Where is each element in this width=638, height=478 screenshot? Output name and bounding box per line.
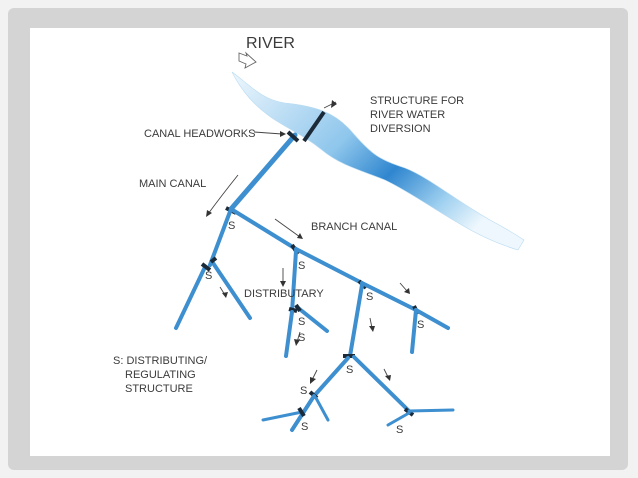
s-marker: S — [346, 364, 353, 376]
s-marker: S — [298, 316, 305, 328]
distributary-1-gate — [288, 307, 298, 313]
left-lateral-2 — [211, 261, 252, 320]
s-marker: S — [417, 319, 424, 331]
distributary-1-lateral-left — [284, 310, 294, 358]
structure-label-line1: STRUCTURE FOR — [370, 95, 464, 107]
distributary-2-right-minor-2 — [386, 411, 411, 427]
branch-canal-end — [414, 308, 450, 330]
s-marker: S — [205, 270, 212, 282]
branch-canal-3 — [360, 281, 418, 312]
legend-line2: REGULATING — [125, 369, 196, 381]
branch-canal-label: BRANCH CANAL — [311, 221, 397, 233]
flow-arrows — [206, 100, 410, 384]
distributary-2-left-branch — [312, 356, 350, 398]
distributary-2 — [348, 283, 364, 358]
main-canal-continuation — [208, 207, 233, 267]
distributary-2-right-branch — [352, 355, 411, 413]
s-marker: S — [298, 260, 305, 272]
main-canal — [228, 132, 298, 212]
branch-canal-2 — [294, 247, 364, 285]
main-canal-label: MAIN CANAL — [139, 178, 206, 190]
headworks-gate — [286, 130, 300, 143]
distributary-1 — [290, 249, 298, 314]
distributary-label: DISTRIBUTARY — [244, 288, 324, 300]
distributary-1-lateral-right — [295, 305, 329, 333]
structure-label-line3: DIVERSION — [370, 123, 431, 135]
river-label: RIVER — [246, 35, 295, 52]
left-gate-1 — [200, 262, 212, 272]
distributary-2-left-minor-gate — [297, 406, 306, 418]
branch-lateral-right — [410, 308, 418, 354]
s-marker: S — [301, 421, 308, 433]
s-marker: S — [366, 291, 373, 303]
s-marker: S — [298, 332, 305, 344]
s-marker: S — [300, 385, 307, 397]
structure-label-line2: RIVER WATER — [370, 109, 445, 121]
distributary-2-left-minor-1 — [261, 410, 304, 422]
distributary-2-right-minor-1 — [407, 408, 455, 413]
river-diversion-structure — [302, 110, 326, 143]
left-lateral-1 — [174, 265, 207, 330]
distributary-1-gate-2 — [294, 303, 302, 313]
left-gate-2 — [209, 256, 218, 264]
s-marker: S — [228, 220, 235, 232]
river-inflow-arrow-icon — [238, 51, 257, 69]
river-shape — [231, 71, 525, 251]
branch-canal — [229, 207, 298, 251]
s-marker: S — [396, 424, 403, 436]
canal-headworks-label: CANAL HEADWORKS — [144, 128, 255, 140]
legend-line3: STRUCTURE — [125, 383, 193, 395]
distributary-2-left-minor-2 — [314, 396, 330, 422]
legend-line1: S: DISTRIBUTING/ — [113, 355, 208, 367]
